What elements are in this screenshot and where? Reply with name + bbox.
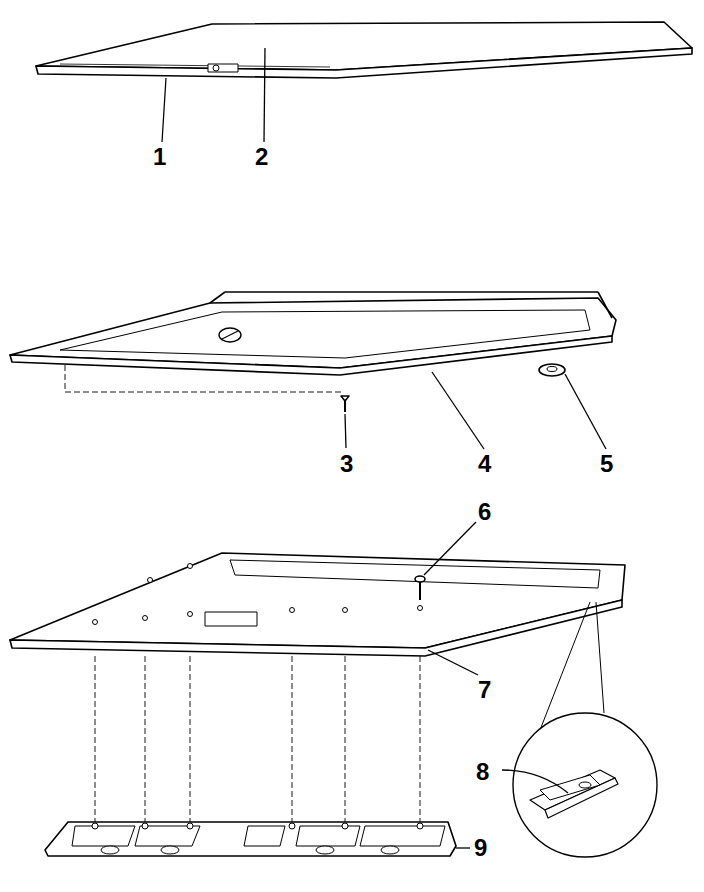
callout-number: 8 — [476, 760, 489, 784]
leader-lines — [162, 48, 606, 848]
callout-number: 4 — [478, 452, 491, 476]
callout-number: 1 — [153, 145, 166, 169]
lid-top — [36, 22, 692, 70]
grommet — [539, 364, 565, 376]
callout-number: 5 — [600, 452, 613, 476]
bracket-strip — [45, 822, 456, 856]
tray — [10, 553, 625, 648]
callout-number: 7 — [478, 678, 491, 702]
callout-number: 2 — [255, 145, 268, 169]
callout-number: 3 — [340, 452, 353, 476]
frame — [10, 298, 616, 368]
callout-number: 6 — [478, 500, 491, 524]
lid-edge — [36, 48, 692, 78]
detail-circle — [513, 713, 657, 857]
callout-number: 9 — [474, 836, 487, 860]
